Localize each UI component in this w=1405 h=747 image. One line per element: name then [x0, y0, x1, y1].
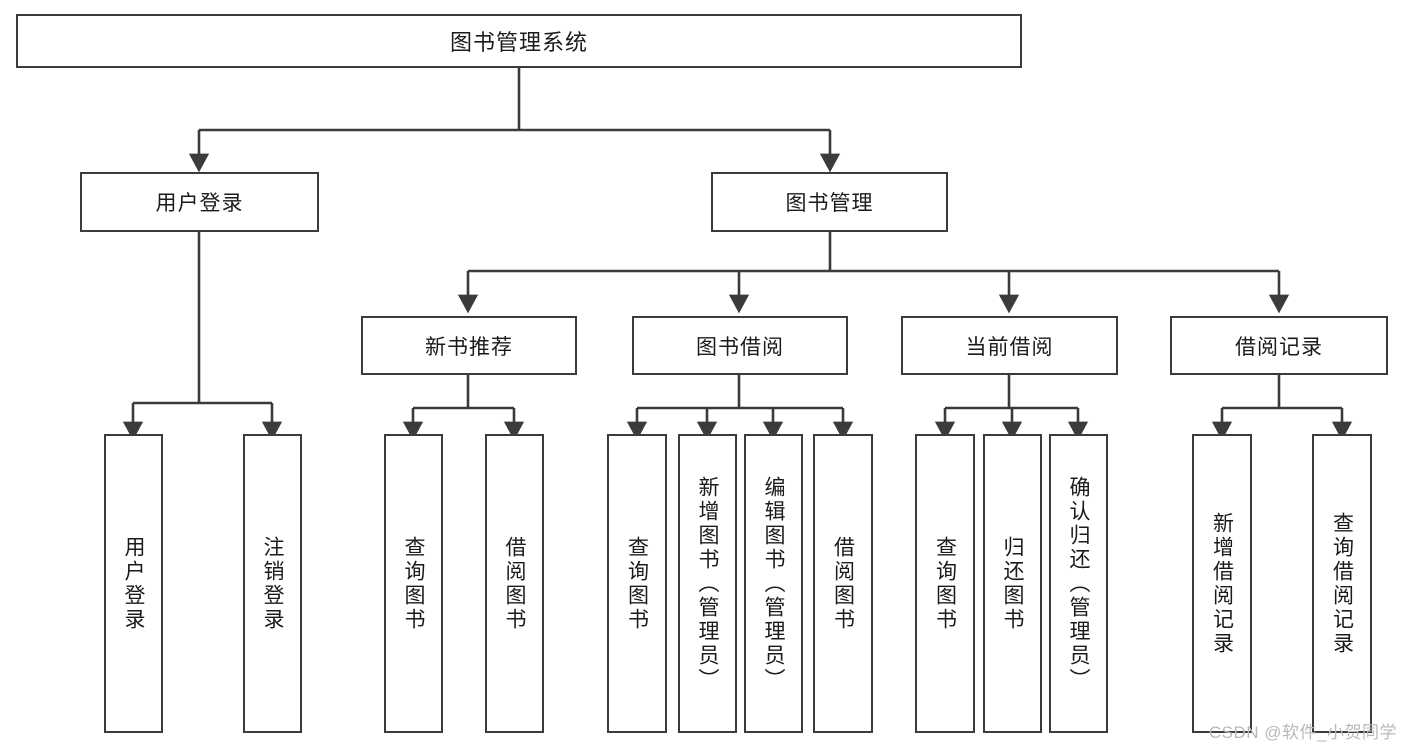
node-leaf-borrow-book-a-label: 借阅图书 [503, 535, 526, 632]
node-leaf-query-book-a-label: 查询图书 [402, 535, 425, 632]
node-leaf-borrow-book-b[interactable]: 借阅图书 [813, 434, 873, 733]
node-borrow-record-label: 借阅记录 [1235, 335, 1323, 359]
node-leaf-query-book-c-label: 查询图书 [933, 535, 957, 632]
node-book-borrow-label: 图书借阅 [696, 335, 784, 359]
node-leaf-add-book-label: 新增图书（管理员） [696, 475, 719, 692]
node-leaf-add-record-label: 新增借阅记录 [1210, 511, 1234, 656]
node-leaf-logout-label: 注销登录 [261, 535, 284, 632]
node-leaf-query-record[interactable]: 查询借阅记录 [1312, 434, 1372, 733]
node-leaf-return-book-label: 归还图书 [1001, 535, 1024, 632]
node-leaf-query-book-c[interactable]: 查询图书 [915, 434, 975, 733]
node-book-manage-label: 图书管理 [785, 192, 874, 215]
node-leaf-confirm-return[interactable]: 确认归还（管理员） [1049, 434, 1108, 733]
node-new-book-rec[interactable]: 新书推荐 [361, 316, 577, 375]
csdn-watermark: CSDN @软件_小贺同学 [1208, 723, 1397, 742]
node-current-borrow[interactable]: 当前借阅 [901, 316, 1118, 375]
node-leaf-borrow-book-b-label: 借阅图书 [831, 535, 855, 632]
node-leaf-edit-book-label: 编辑图书（管理员） [762, 475, 785, 692]
node-leaf-user-login[interactable]: 用户登录 [104, 434, 163, 733]
node-leaf-query-book-b-label: 查询图书 [625, 535, 649, 632]
node-book-borrow[interactable]: 图书借阅 [632, 316, 848, 375]
node-user-login[interactable]: 用户登录 [80, 172, 319, 232]
node-leaf-query-record-label: 查询借阅记录 [1330, 511, 1354, 656]
node-leaf-query-book-a[interactable]: 查询图书 [384, 434, 443, 733]
node-book-manage[interactable]: 图书管理 [711, 172, 948, 232]
node-current-borrow-label: 当前借阅 [965, 335, 1054, 359]
node-leaf-user-login-label: 用户登录 [122, 535, 145, 632]
node-leaf-return-book[interactable]: 归还图书 [983, 434, 1042, 733]
node-root-label: 图书管理系统 [449, 30, 588, 55]
node-leaf-query-book-b[interactable]: 查询图书 [607, 434, 667, 733]
node-leaf-borrow-book-a[interactable]: 借阅图书 [485, 434, 544, 733]
node-leaf-logout[interactable]: 注销登录 [243, 434, 302, 733]
node-leaf-add-book[interactable]: 新增图书（管理员） [678, 434, 737, 733]
node-leaf-confirm-return-label: 确认归还（管理员） [1067, 475, 1090, 692]
node-user-login-label: 用户登录 [155, 192, 244, 215]
node-root[interactable]: 图书管理系统 [16, 14, 1022, 68]
node-new-book-rec-label: 新书推荐 [425, 335, 513, 359]
node-leaf-add-record[interactable]: 新增借阅记录 [1192, 434, 1252, 733]
node-leaf-edit-book[interactable]: 编辑图书（管理员） [744, 434, 803, 733]
node-borrow-record[interactable]: 借阅记录 [1170, 316, 1388, 375]
